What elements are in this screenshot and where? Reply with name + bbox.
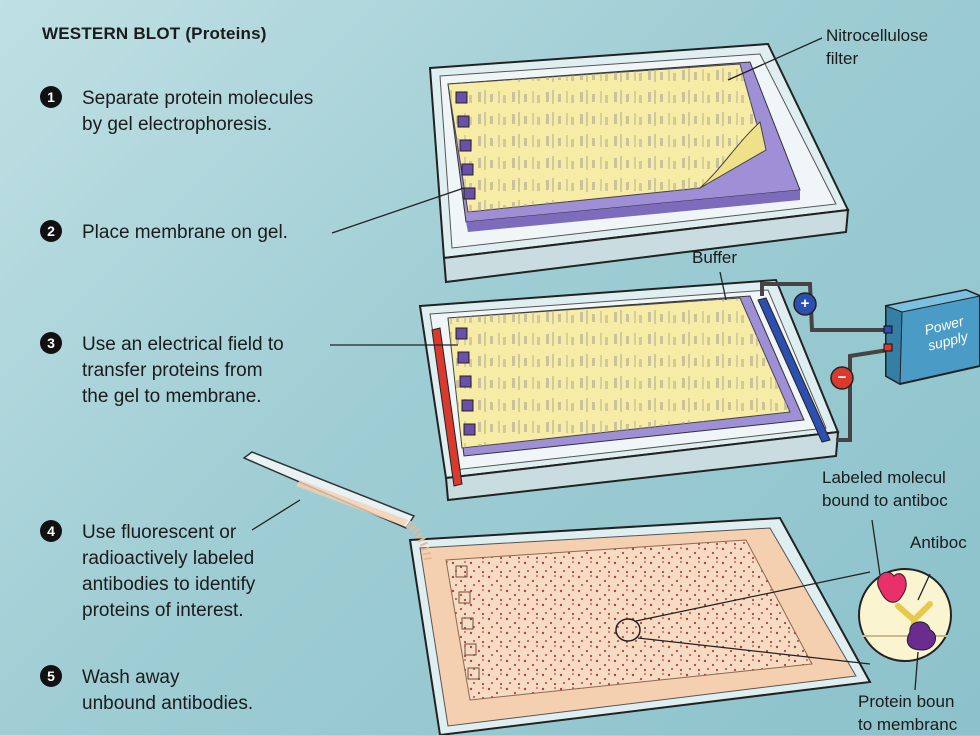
magnified-circle-icon	[858, 568, 952, 662]
protein-bound-label: Protein boun to membranc	[858, 690, 957, 736]
zoom-spot	[615, 618, 641, 642]
pipette-icon	[242, 451, 432, 561]
step-4: 4 Use fluorescent or radioactively label…	[40, 520, 340, 624]
step-number-badge: 2	[40, 220, 62, 242]
step-text-line: transfer proteins from	[82, 360, 263, 381]
antibody-label: Antiboc	[910, 533, 967, 552]
label-line: Protein boun	[858, 692, 955, 711]
power-supply-box	[883, 288, 980, 386]
cathode-electrode	[757, 297, 831, 443]
step-number-badge: 4	[40, 520, 62, 542]
step-text-line: unbound antibodies.	[82, 693, 254, 714]
labeled-molecule-icon	[877, 571, 907, 603]
step-text-line: the gel to membrane.	[82, 386, 262, 407]
anode-electrode	[431, 327, 463, 487]
step-text-line: antibodies to identify	[82, 574, 256, 595]
protein-icon	[906, 621, 937, 651]
label-line: filter	[826, 49, 859, 68]
nitrocellulose-filter-label: Nitrocellulose filter	[826, 24, 928, 70]
tray-3-antibody-bath	[408, 516, 872, 735]
label-line: Nitrocellulose	[826, 26, 929, 45]
step-3: 3 Use an electrical field to transfer pr…	[40, 332, 340, 410]
minus-icon	[830, 366, 854, 390]
step-1: 1 Separate protein molecules by gel elec…	[40, 86, 340, 138]
gel-wells-2	[455, 327, 476, 436]
step-text-line: radioactively labeled	[82, 548, 255, 569]
step-5: 5 Wash away unbound antibodies.	[40, 665, 340, 717]
buffer-label: Buffer	[692, 248, 738, 267]
plus-icon	[793, 292, 817, 316]
step-text-line: proteins of interest.	[82, 600, 244, 621]
step-text-line: Use fluorescent or	[82, 522, 237, 543]
diagram-title: WESTERN BLOT (Proteins)	[42, 24, 267, 43]
step-number-badge: 3	[40, 332, 62, 354]
step-number-badge: 1	[40, 86, 62, 108]
tray-2-electrotransfer	[418, 278, 889, 502]
minus-sign: −	[837, 369, 847, 386]
label-line: bound to antiboc	[822, 491, 948, 510]
step-text-line: by gel electrophoresis.	[82, 114, 273, 135]
step-text-line: Place membrane on gel.	[82, 222, 288, 243]
label-line: to membranc	[858, 715, 958, 734]
step-text-line: Use an electrical field to	[82, 334, 284, 355]
leader-lines	[251, 37, 931, 691]
labeled-molecule-label: Labeled molecul bound to antiboc	[822, 466, 948, 512]
step-number-badge: 5	[40, 665, 62, 687]
gel-wells-1	[455, 91, 476, 200]
tray-1-membrane-on-gel	[428, 42, 850, 284]
step-2: 2 Place membrane on gel.	[40, 220, 340, 246]
gel-wells-3	[455, 565, 480, 680]
step-text-line: Separate protein molecules	[82, 88, 314, 109]
label-line: Labeled molecul	[822, 468, 946, 487]
plus-sign: +	[800, 295, 810, 312]
step-text-line: Wash away	[82, 667, 180, 688]
